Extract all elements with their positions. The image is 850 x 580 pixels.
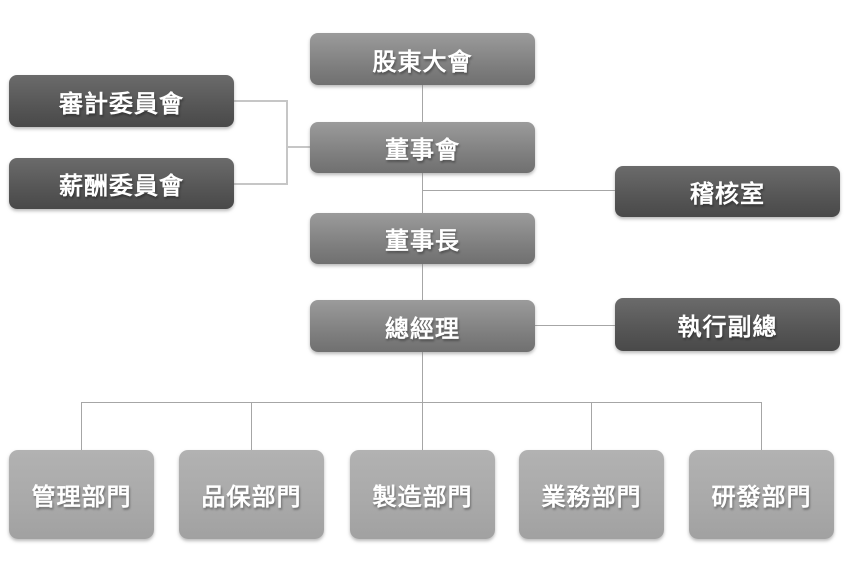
connector-comp-comm-spine <box>233 183 288 185</box>
connector-audit-comm-spine <box>233 100 288 102</box>
node-compensation-committee: 薪酬委員會 <box>9 158 234 209</box>
node-dept-management: 管理部門 <box>9 450 154 539</box>
connector-shareholders-board <box>422 84 423 123</box>
connector-chairman-gm <box>422 263 423 301</box>
connector-board-chairman <box>422 172 423 214</box>
connector-bus-dept-1 <box>251 402 252 450</box>
node-dept-rnd: 研發部門 <box>689 450 834 539</box>
node-chairman: 董事長 <box>310 213 535 264</box>
connector-gm-bus <box>422 351 423 450</box>
node-dept-sales: 業務部門 <box>519 450 664 539</box>
node-dept-manufacturing: 製造部門 <box>350 450 495 539</box>
node-executive-vice-president: 執行副總 <box>615 298 840 351</box>
connector-dept-bus <box>81 402 762 403</box>
node-board-of-directors: 董事會 <box>310 122 535 173</box>
connector-bus-dept-0 <box>81 402 82 450</box>
node-shareholders-meeting: 股東大會 <box>310 33 535 85</box>
node-dept-quality: 品保部門 <box>179 450 324 539</box>
connector-spine-board <box>286 146 311 148</box>
node-audit-office: 稽核室 <box>615 166 840 217</box>
connector-bus-dept-3 <box>591 402 592 450</box>
node-audit-committee: 審計委員會 <box>9 75 234 127</box>
node-general-manager: 總經理 <box>310 300 535 352</box>
connector-committee-spine <box>286 100 288 185</box>
connector-board-audit-office <box>422 190 615 191</box>
connector-bus-dept-4 <box>761 402 762 450</box>
connector-gm-evp <box>534 325 615 326</box>
